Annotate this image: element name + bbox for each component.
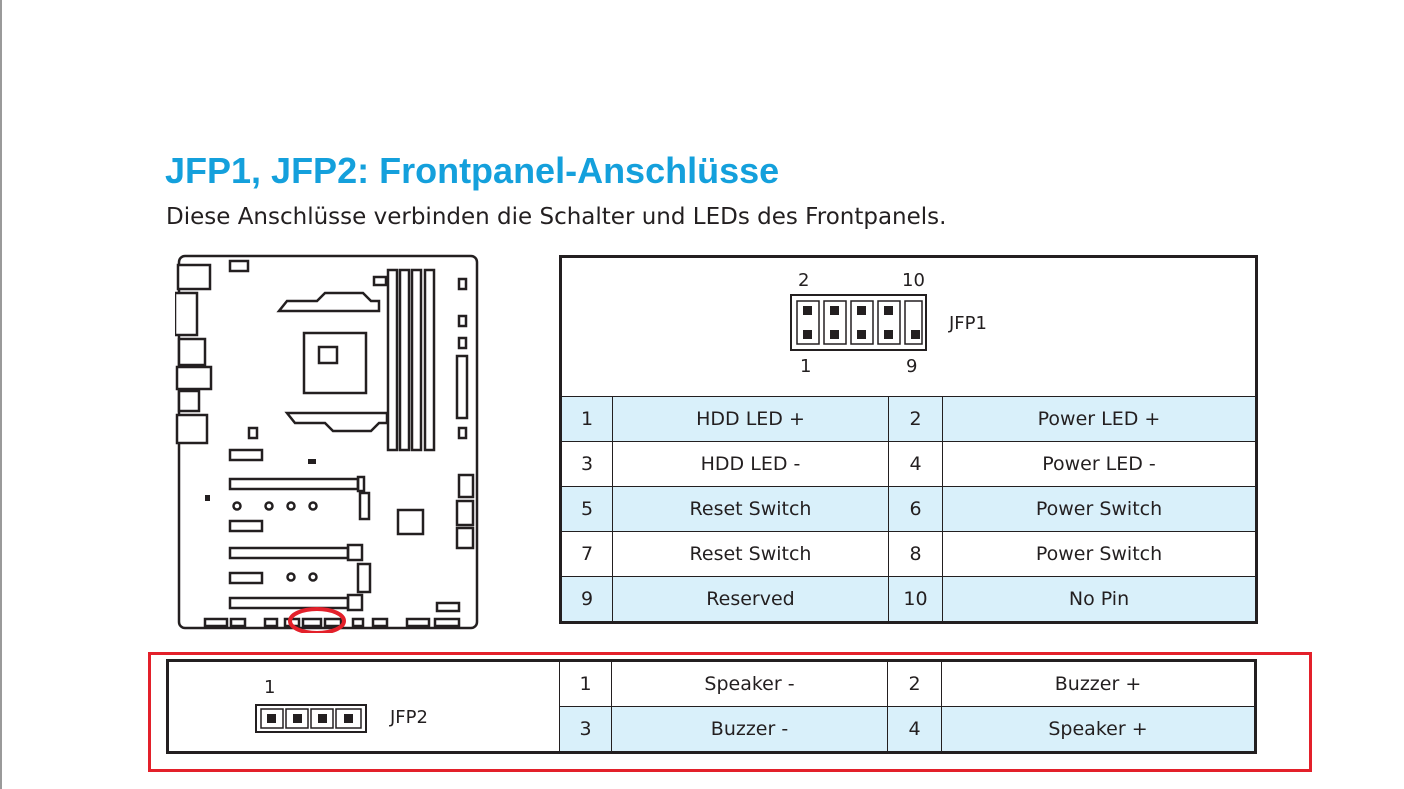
jfp2-pin-4 [344,713,353,723]
table-row: 9 Reserved 10 No Pin [560,576,1257,623]
pin-signal: Reserved [612,576,889,623]
pin-signal: No Pin [942,576,1257,623]
jfp1-pin-1 [803,330,812,339]
pin-signal: Reset Switch [612,531,889,577]
jfp1-label-top-right: 10 [902,270,925,291]
jfp1-label-bottom-right: 9 [906,356,918,377]
jfp2-diagram-cell: 1 JFP2 [167,660,561,753]
pin-signal: Buzzer + [941,660,1256,707]
jfp1-pin-2 [803,306,812,315]
table-row: 3 Buzzer - 4 Speaker + [168,706,1256,753]
jfp1-pin-7 [884,330,893,339]
pin-number: 6 [888,486,943,532]
jfp2-pinout-table: 1 JFP2 1 Speaker - 2 Buzzer + 3 Buzzer -… [166,659,1257,754]
jfp-location-marker [288,607,346,633]
jfp2-pin-3 [318,713,327,723]
jfp1-label-top-left: 2 [798,270,810,291]
pin-number: 4 [887,706,942,753]
motherboard-illustration [175,253,481,633]
jfp1-label-bottom-left: 1 [800,356,812,377]
pin-signal: Power Switch [942,486,1257,532]
table-row: 7 Reset Switch 8 Power Switch [560,531,1257,577]
pin-number: 7 [560,531,613,577]
table-row: 1 JFP2 1 Speaker - 2 Buzzer + [167,660,1256,753]
pin-signal: Power Switch [942,531,1257,577]
pin-number: 2 [887,660,942,707]
jfp1-connector-diagram: 2 10 1 9 JFP1 [562,258,1258,396]
table-row: 3 HDD LED - 4 Power LED - [560,441,1257,487]
jfp1-header-row: 2 10 1 9 JFP1 [560,256,1258,397]
jfp2-label-first: 1 [264,676,276,698]
jfp1-pin-header-icon [790,294,927,351]
jfp2-pin-1 [267,713,276,723]
pin-number: 2 [888,396,943,442]
pin-number: 9 [560,576,613,623]
jfp1-header-outline [790,294,927,351]
jfp1-pin-5 [857,330,866,339]
jfp1-pin-9 [911,330,920,339]
pin-number: 1 [559,660,612,707]
pin-signal: Power LED + [942,396,1257,442]
pin-signal: HDD LED - [612,441,889,487]
pin-signal: Speaker + [941,706,1256,753]
jfp1-pin-4 [830,306,839,315]
pin-signal: Power LED - [942,441,1257,487]
pin-number: 4 [888,441,943,487]
page-edge-rule [0,0,2,789]
jfp2-pin-2 [293,713,302,723]
pin-signal: HDD LED + [612,396,889,442]
page-title: JFP1, JFP2: Frontpanel-Anschlüsse [165,150,780,191]
table-row: 1 HDD LED + 2 Power LED + [560,396,1257,442]
pin-signal: Reset Switch [612,486,889,532]
pin-number: 5 [560,486,613,532]
page-subtitle: Diese Anschlüsse verbinden die Schalter … [166,204,947,230]
pin-number: 8 [888,531,943,577]
pin-signal: Speaker - [611,660,888,707]
jfp2-connector-name: JFP2 [390,706,428,728]
pin-number: 1 [560,396,613,442]
pin-signal: Buzzer - [611,706,888,753]
motherboard-drawing [175,254,479,633]
jfp1-pin-6 [857,306,866,315]
jfp1-pin-8 [884,306,893,315]
jfp2-connector-diagram: 1 JFP2 [169,663,561,751]
table-row: 5 Reset Switch 6 Power Switch [560,486,1257,532]
jfp2-highlight-frame [148,652,1312,772]
jfp2-pin-header-icon [255,703,367,733]
pin-number: 3 [559,706,612,753]
jfp1-diagram-cell: 2 10 1 9 JFP1 [560,256,1258,397]
jfp1-pin-3 [830,330,839,339]
jfp1-connector-name: JFP1 [949,313,987,334]
pin-number: 10 [888,576,943,623]
pin-number: 3 [560,441,613,487]
jfp1-pinout-table: 2 10 1 9 JFP1 1 HDD LED + 2 Power LED + … [559,255,1258,624]
